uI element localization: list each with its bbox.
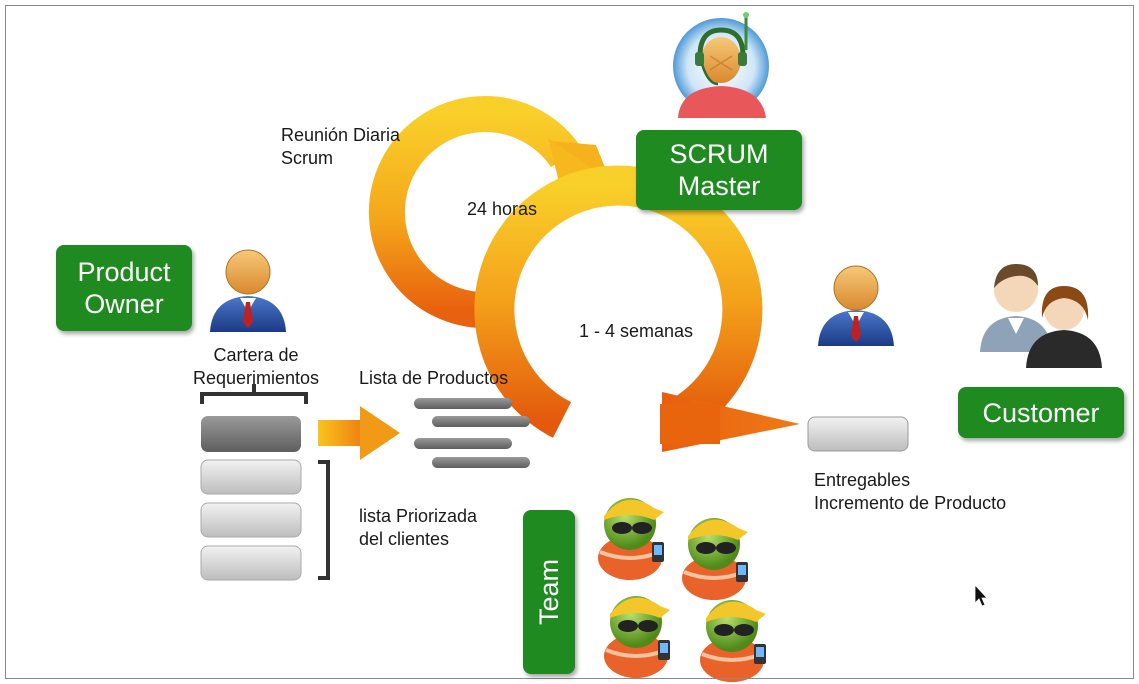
product-owner-box: Product Owner [56, 245, 192, 331]
daily-meeting-line-1: Reunión Diaria [281, 125, 401, 145]
product-owner-line-2: Owner [84, 289, 164, 319]
scrum-master-box: SCRUM Master [636, 130, 802, 210]
daily-meeting-line-2: Scrum [281, 148, 334, 168]
daily-meeting-label: Reunión Diaria Scrum [281, 124, 400, 170]
requirements-line-2: Requerimientos [192, 368, 320, 388]
team-avatar-icon [682, 518, 748, 600]
requirements-backlog-stack [200, 416, 302, 581]
deliverables-line-1: Entregables [814, 470, 911, 490]
customer-label: Customer [982, 397, 1100, 428]
deliverables-label: Entregables Incremento de Producto [814, 469, 1006, 515]
backlog-item-top [201, 416, 301, 452]
product-owner-person-icon [210, 249, 286, 332]
backlog-item [200, 545, 302, 581]
scrum-master-line-2: Master [677, 171, 761, 201]
requirements-line-1: Cartera de [213, 345, 299, 365]
team-avatar-icon [700, 600, 766, 682]
prioritized-label: lista Priorizada del clientes [359, 505, 477, 551]
sprint-cycle-arrow [474, 165, 800, 452]
product-list-bars [414, 398, 530, 468]
prioritized-line-1: lista Priorizada [359, 506, 478, 526]
product-owner-line-1: Product [77, 257, 171, 287]
prioritized-bracket [318, 460, 330, 580]
customer-couple-icon [980, 264, 1102, 368]
team-member-person-icon [818, 265, 894, 346]
team-avatar-icon [604, 596, 670, 678]
team-box: Team [523, 510, 575, 674]
scrum-master-line-1: SCRUM [669, 139, 769, 169]
scrum-master-headset-icon [673, 12, 769, 118]
deliverables-line-2: Incremento de Producto [814, 493, 1007, 513]
requirements-bracket [200, 384, 308, 404]
backlog-item [200, 459, 302, 495]
customer-box: Customer [958, 387, 1124, 438]
hours-label: 24 horas [467, 199, 538, 219]
product-list-label: Lista de Productos [359, 368, 509, 388]
team-avatar-icon [598, 498, 664, 580]
requirements-label: Cartera de Requerimientos [176, 344, 336, 390]
mouse-cursor-icon [974, 583, 988, 607]
prioritized-line-2: del clientes [359, 529, 450, 549]
weeks-label: 1 - 4 semanas [579, 321, 694, 341]
backlog-item [200, 502, 302, 538]
team-label: Team [534, 558, 564, 626]
deliverable-increment-bar [807, 416, 909, 452]
backlog-to-list-arrow [318, 406, 400, 460]
